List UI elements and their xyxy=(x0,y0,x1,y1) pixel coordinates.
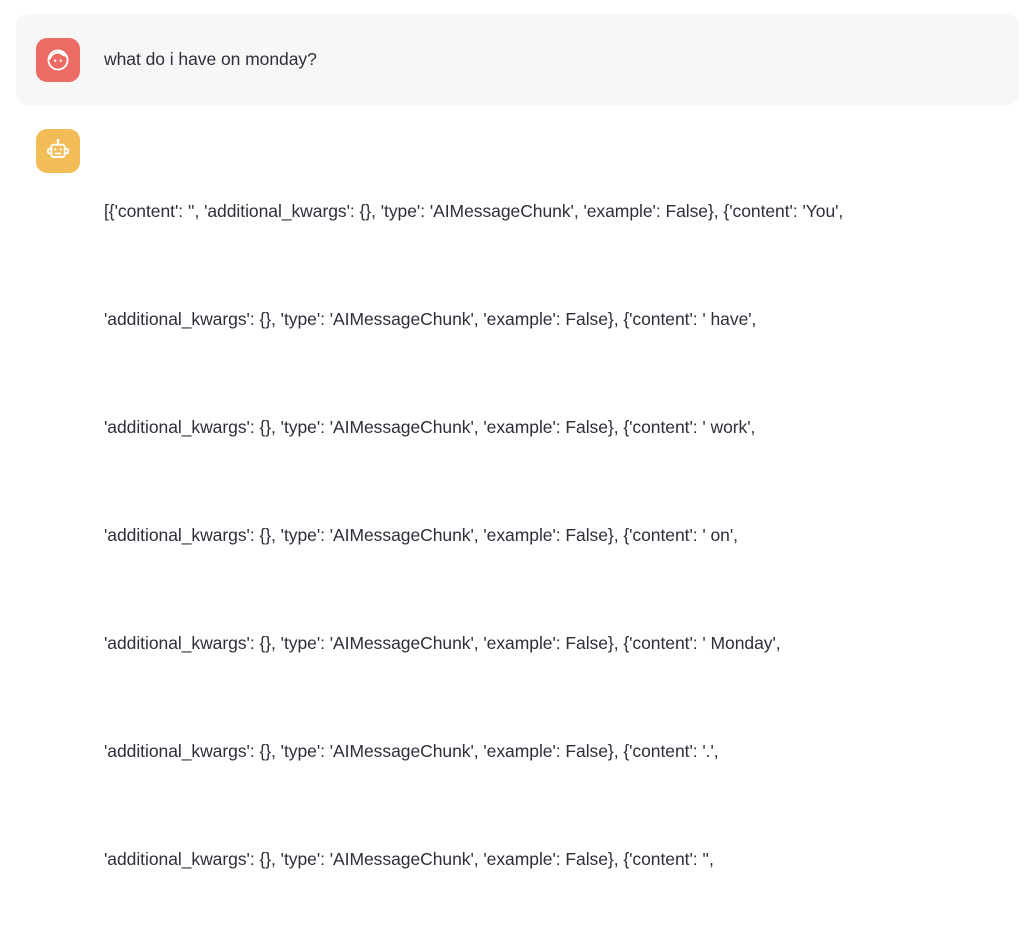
assistant-message-line: 'additional_kwargs': {}, 'type': 'AIMess… xyxy=(104,417,756,437)
user-message-text: what do i have on monday? xyxy=(104,49,317,70)
message-row-user: what do i have on monday? xyxy=(16,14,1019,105)
message-row-assistant: [{'content': '', 'additional_kwargs': {}… xyxy=(16,105,1019,932)
user-face-avatar-icon xyxy=(36,37,80,82)
assistant-message-text: [{'content': '', 'additional_kwargs': {}… xyxy=(104,121,843,932)
assistant-message-line: 'additional_kwargs': {}, 'type': 'AIMess… xyxy=(104,849,714,869)
chat-transcript: what do i have on monday? [{'content': '… xyxy=(16,14,1019,869)
assistant-message-line: 'additional_kwargs': {}, 'type': 'AIMess… xyxy=(104,525,738,545)
assistant-message-line: [{'content': '', 'additional_kwargs': {}… xyxy=(104,201,844,221)
assistant-message-line: 'additional_kwargs': {}, 'type': 'AIMess… xyxy=(104,309,757,329)
assistant-message-line: 'additional_kwargs': {}, 'type': 'AIMess… xyxy=(104,633,781,653)
robot-avatar-icon xyxy=(36,129,80,173)
assistant-message-line: 'additional_kwargs': {}, 'type': 'AIMess… xyxy=(104,741,719,761)
